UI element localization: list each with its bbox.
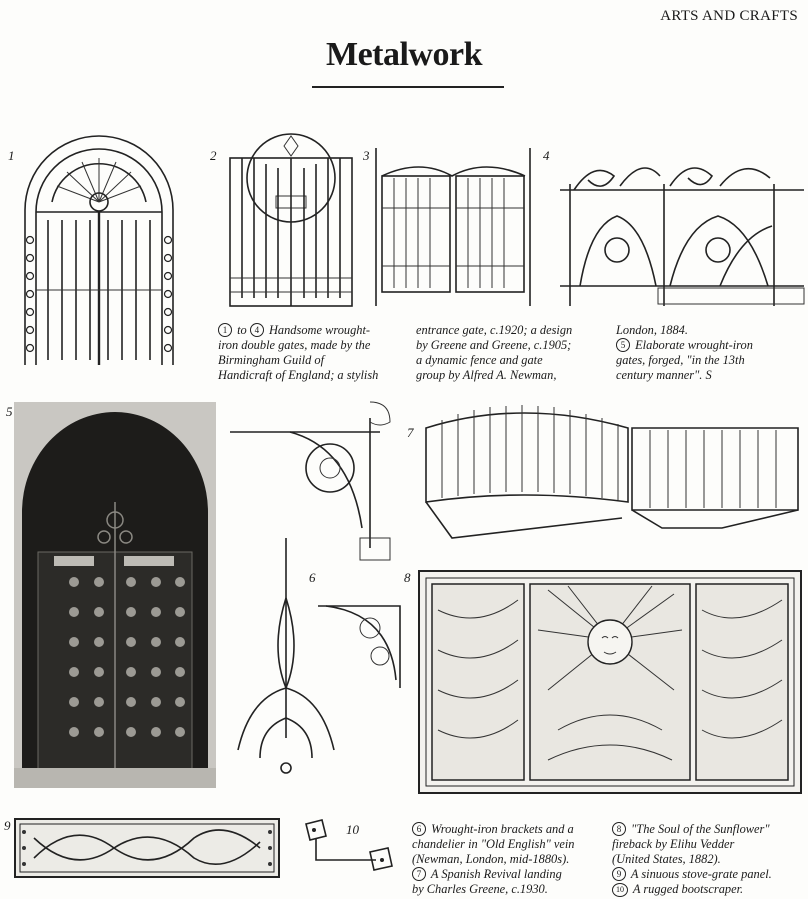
figure-marker: 5: [616, 338, 630, 352]
figure-marker: 4: [249, 323, 264, 337]
caption-block: 6 Wrought-iron brackets and a chandelier…: [412, 822, 575, 896]
double-gate-icon: [229, 133, 353, 307]
page-title: Metalwork: [325, 36, 483, 73]
caption-block: London, 1884. 5 Elaborate wrought-iron g…: [616, 323, 753, 382]
section-label: ARTS AND CRAFTS: [660, 8, 798, 24]
figure-number: 5: [6, 404, 13, 419]
figure-number: 10: [346, 822, 359, 837]
figure-number: 3: [363, 148, 370, 163]
title-underline: [312, 86, 504, 88]
fireback-panel-icon: [418, 570, 802, 794]
entrance-gate-icon: [375, 148, 531, 306]
figure-number: 1: [8, 148, 15, 163]
bracket-chandelier-icon: [230, 401, 401, 774]
figure-marker: 9: [612, 867, 626, 881]
caption-block: entrance gate, c.1920; a design by Green…: [416, 323, 573, 382]
figure-number: 4: [543, 148, 550, 163]
figure-number: 2: [210, 148, 217, 163]
figure-number: 8: [404, 570, 411, 585]
caption-block: 8 "The Soul of the Sunflower" fireback b…: [612, 822, 772, 897]
figure-marker: 8: [612, 822, 626, 836]
bootscraper-icon: [305, 819, 393, 871]
arched-gate-icon: [24, 135, 174, 365]
caption-block: 1 to 4 Handsome wrought- iron double gat…: [218, 323, 379, 382]
figure-marker: 6: [412, 822, 426, 836]
figure-marker: 1: [218, 323, 232, 337]
fence-gate-icon: [560, 167, 805, 306]
figure-number: 9: [4, 818, 11, 833]
stove-panel-icon: [14, 818, 280, 878]
figure-number: 7: [407, 425, 414, 440]
forged-door-photo: [14, 402, 216, 788]
figure-marker: 10: [612, 883, 628, 897]
figure-number: 6: [309, 570, 316, 585]
landing-rail-icon: [425, 405, 799, 539]
figure-marker: 7: [412, 867, 426, 881]
